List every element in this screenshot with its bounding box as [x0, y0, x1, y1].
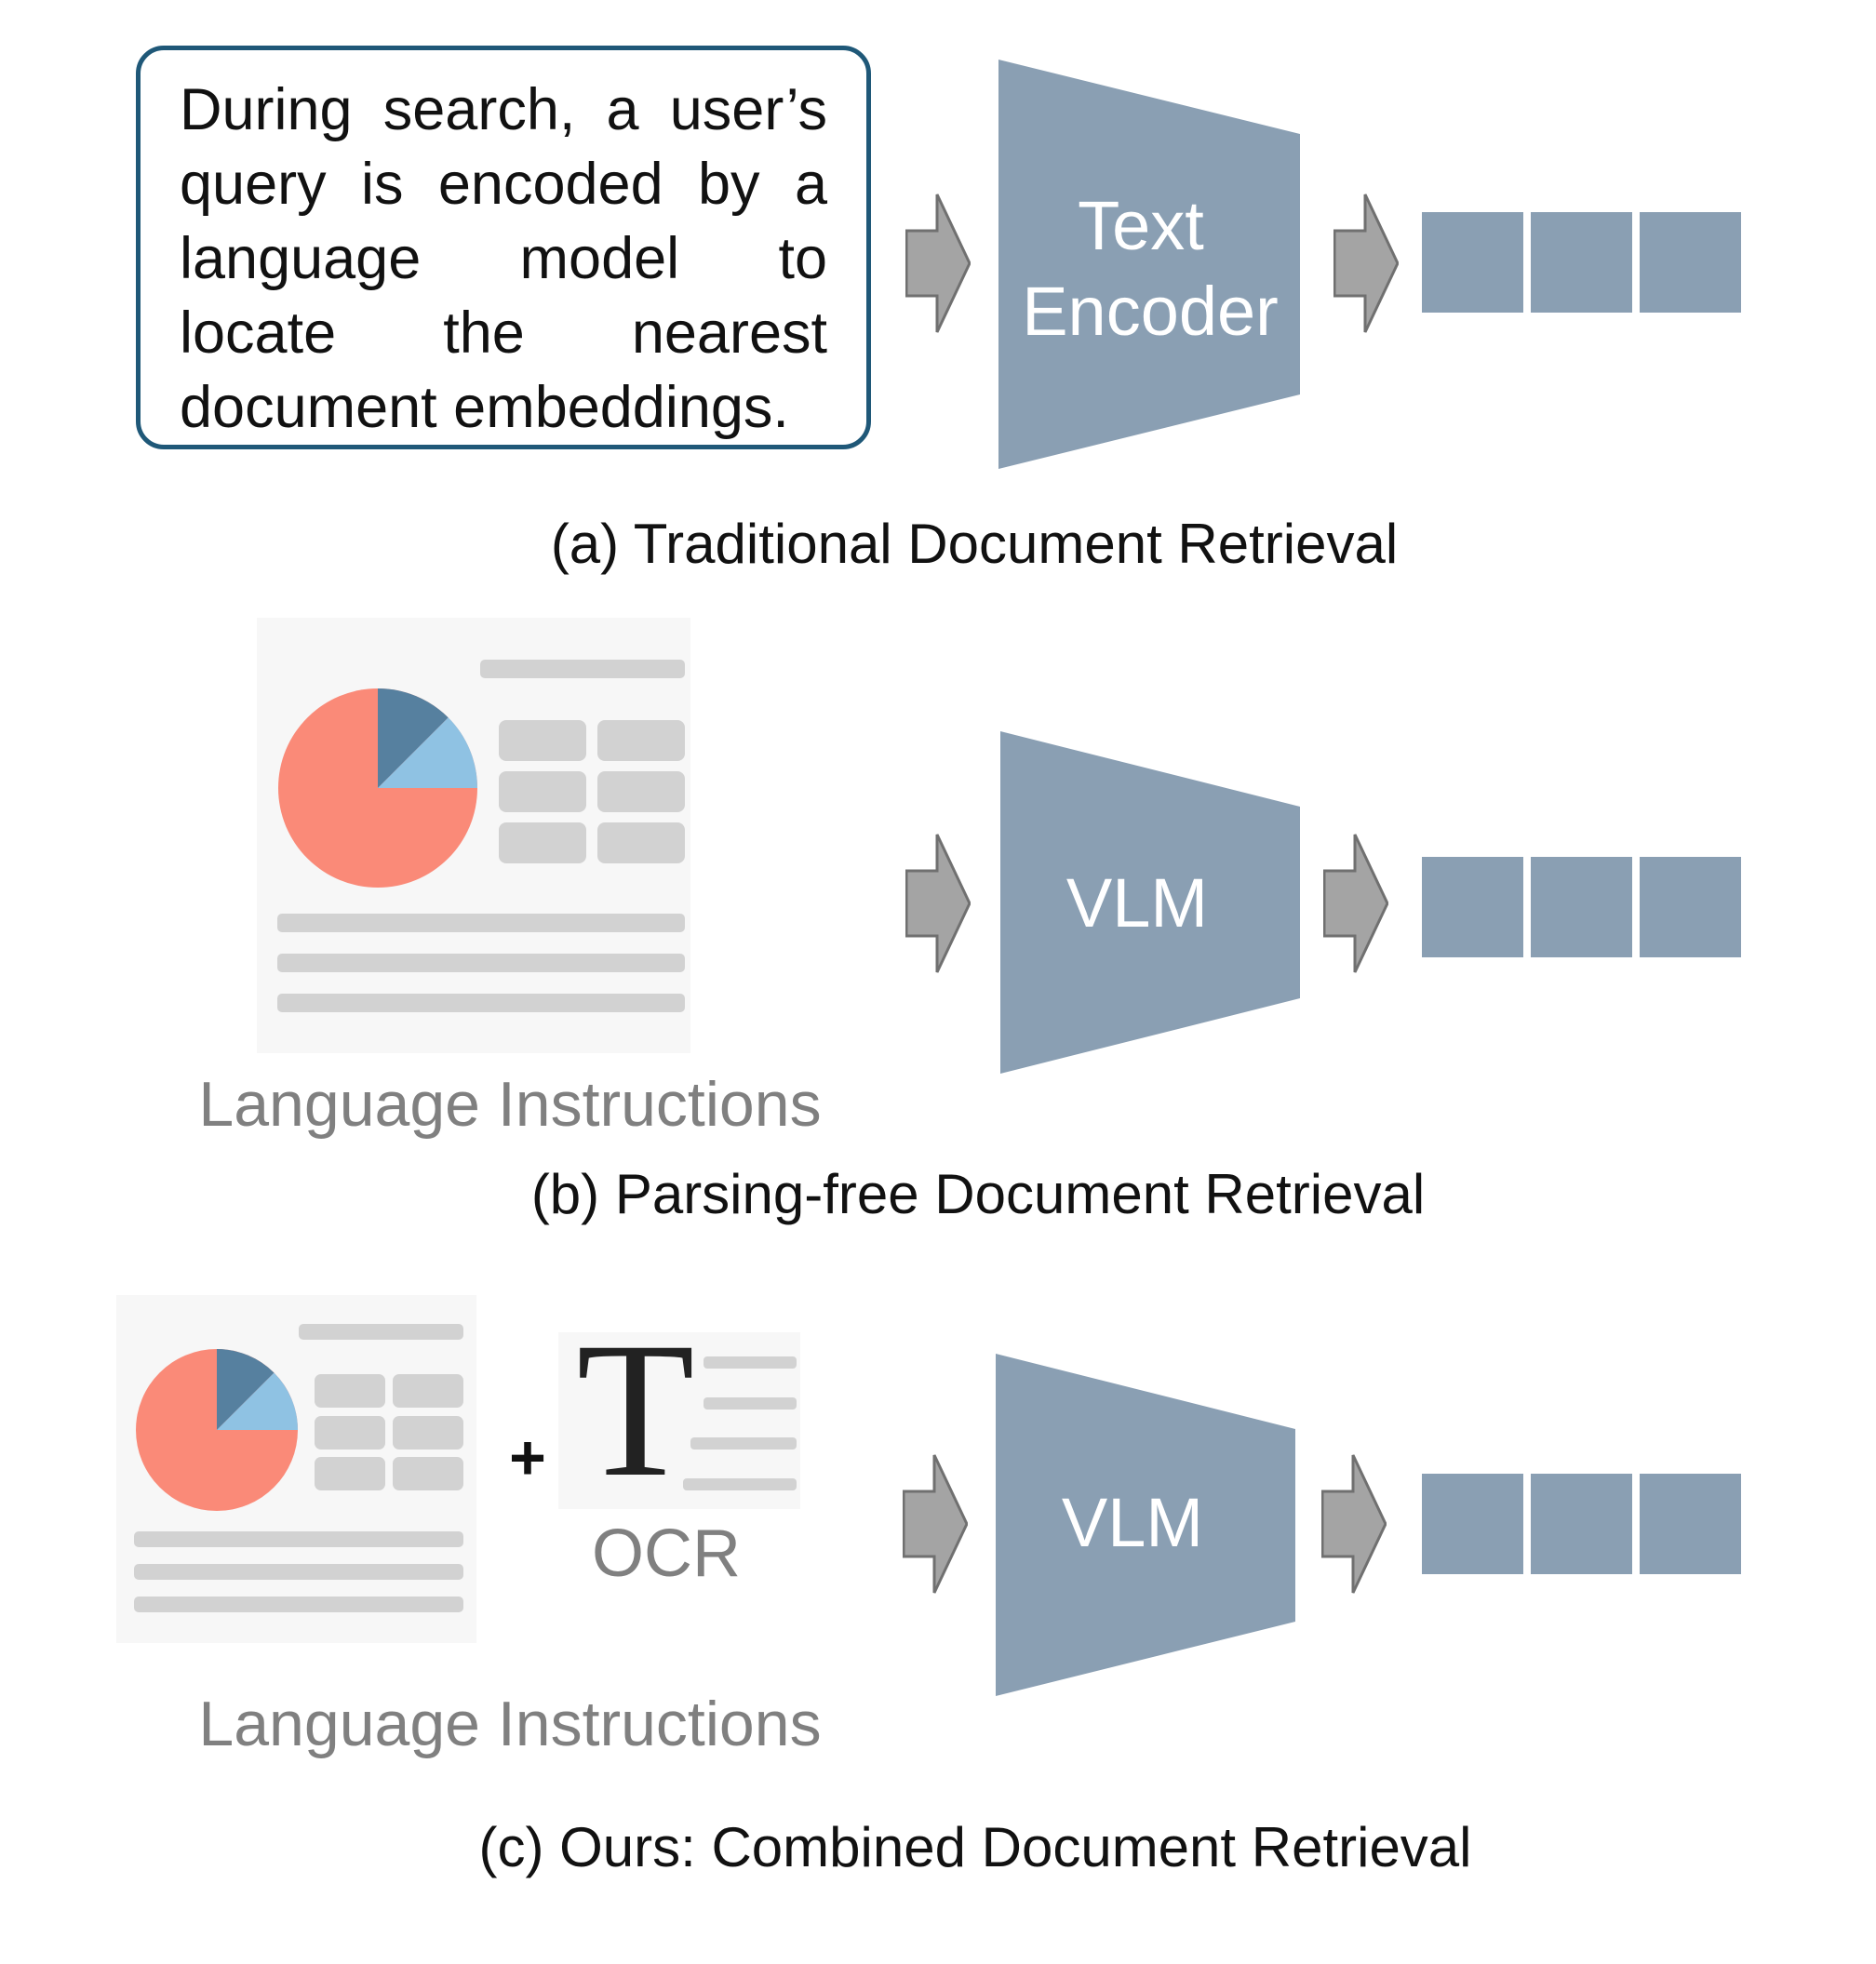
- panel-a: Text Encoder (a) Traditional Document Re…: [551, 60, 1741, 575]
- right-arrow-icon: [1333, 194, 1399, 333]
- right-arrow-icon: [905, 834, 971, 973]
- encoder-label-line1: Text: [1078, 187, 1204, 264]
- document-thumbnail-icon: [257, 618, 690, 1053]
- embedding-cell: [1531, 857, 1632, 957]
- right-arrow-icon: [1321, 1454, 1387, 1594]
- embedding-cell: [1422, 1474, 1523, 1574]
- text-encoder-block: [998, 60, 1300, 469]
- vlm-label: VLM: [1066, 864, 1208, 942]
- embedding-cell: [1531, 212, 1632, 313]
- query-text-box: During search, a user’s query is encoded…: [136, 46, 871, 449]
- text-T-icon: T: [558, 1303, 800, 1516]
- encoder-label-line2: Encoder: [1022, 273, 1279, 350]
- ocr-label: OCR: [592, 1516, 741, 1591]
- language-instructions-label: Language Instructions: [198, 1689, 821, 1759]
- embedding-cell: [1640, 1474, 1741, 1574]
- vlm-label: VLM: [1062, 1484, 1203, 1561]
- embedding-cell: [1531, 1474, 1632, 1574]
- pie-chart-icon: [136, 1349, 298, 1511]
- plus-sign: +: [509, 1423, 546, 1493]
- pie-chart-icon: [278, 688, 477, 888]
- right-arrow-icon: [1323, 834, 1388, 973]
- vlm-encoder-block: [996, 1354, 1295, 1696]
- panel-c: + T OCR Language Instructions VLM (c) Ou…: [116, 1295, 1741, 1878]
- embedding-output: [1422, 212, 1741, 313]
- embedding-cell: [1422, 857, 1523, 957]
- caption-b: (b) Parsing-free Document Retrieval: [531, 1163, 1425, 1225]
- document-thumbnail-icon: [116, 1295, 476, 1643]
- right-arrow-icon: [905, 194, 971, 333]
- panel-b: Language Instructions VLM (b) Parsing-fr…: [198, 618, 1741, 1225]
- caption-a: (a) Traditional Document Retrieval: [551, 513, 1398, 575]
- right-arrow-icon: [903, 1454, 968, 1594]
- embedding-output: [1422, 1474, 1741, 1574]
- caption-c: (c) Ours: Combined Document Retrieval: [478, 1816, 1471, 1878]
- vlm-encoder-block: [1000, 731, 1300, 1074]
- language-instructions-label: Language Instructions: [198, 1069, 821, 1140]
- embedding-cell: [1422, 212, 1523, 313]
- ocr-glyph: T: [576, 1303, 694, 1516]
- embedding-output: [1422, 857, 1741, 957]
- embedding-cell: [1640, 857, 1741, 957]
- embedding-cell: [1640, 212, 1741, 313]
- query-text: During search, a user’s query is encoded…: [180, 77, 827, 440]
